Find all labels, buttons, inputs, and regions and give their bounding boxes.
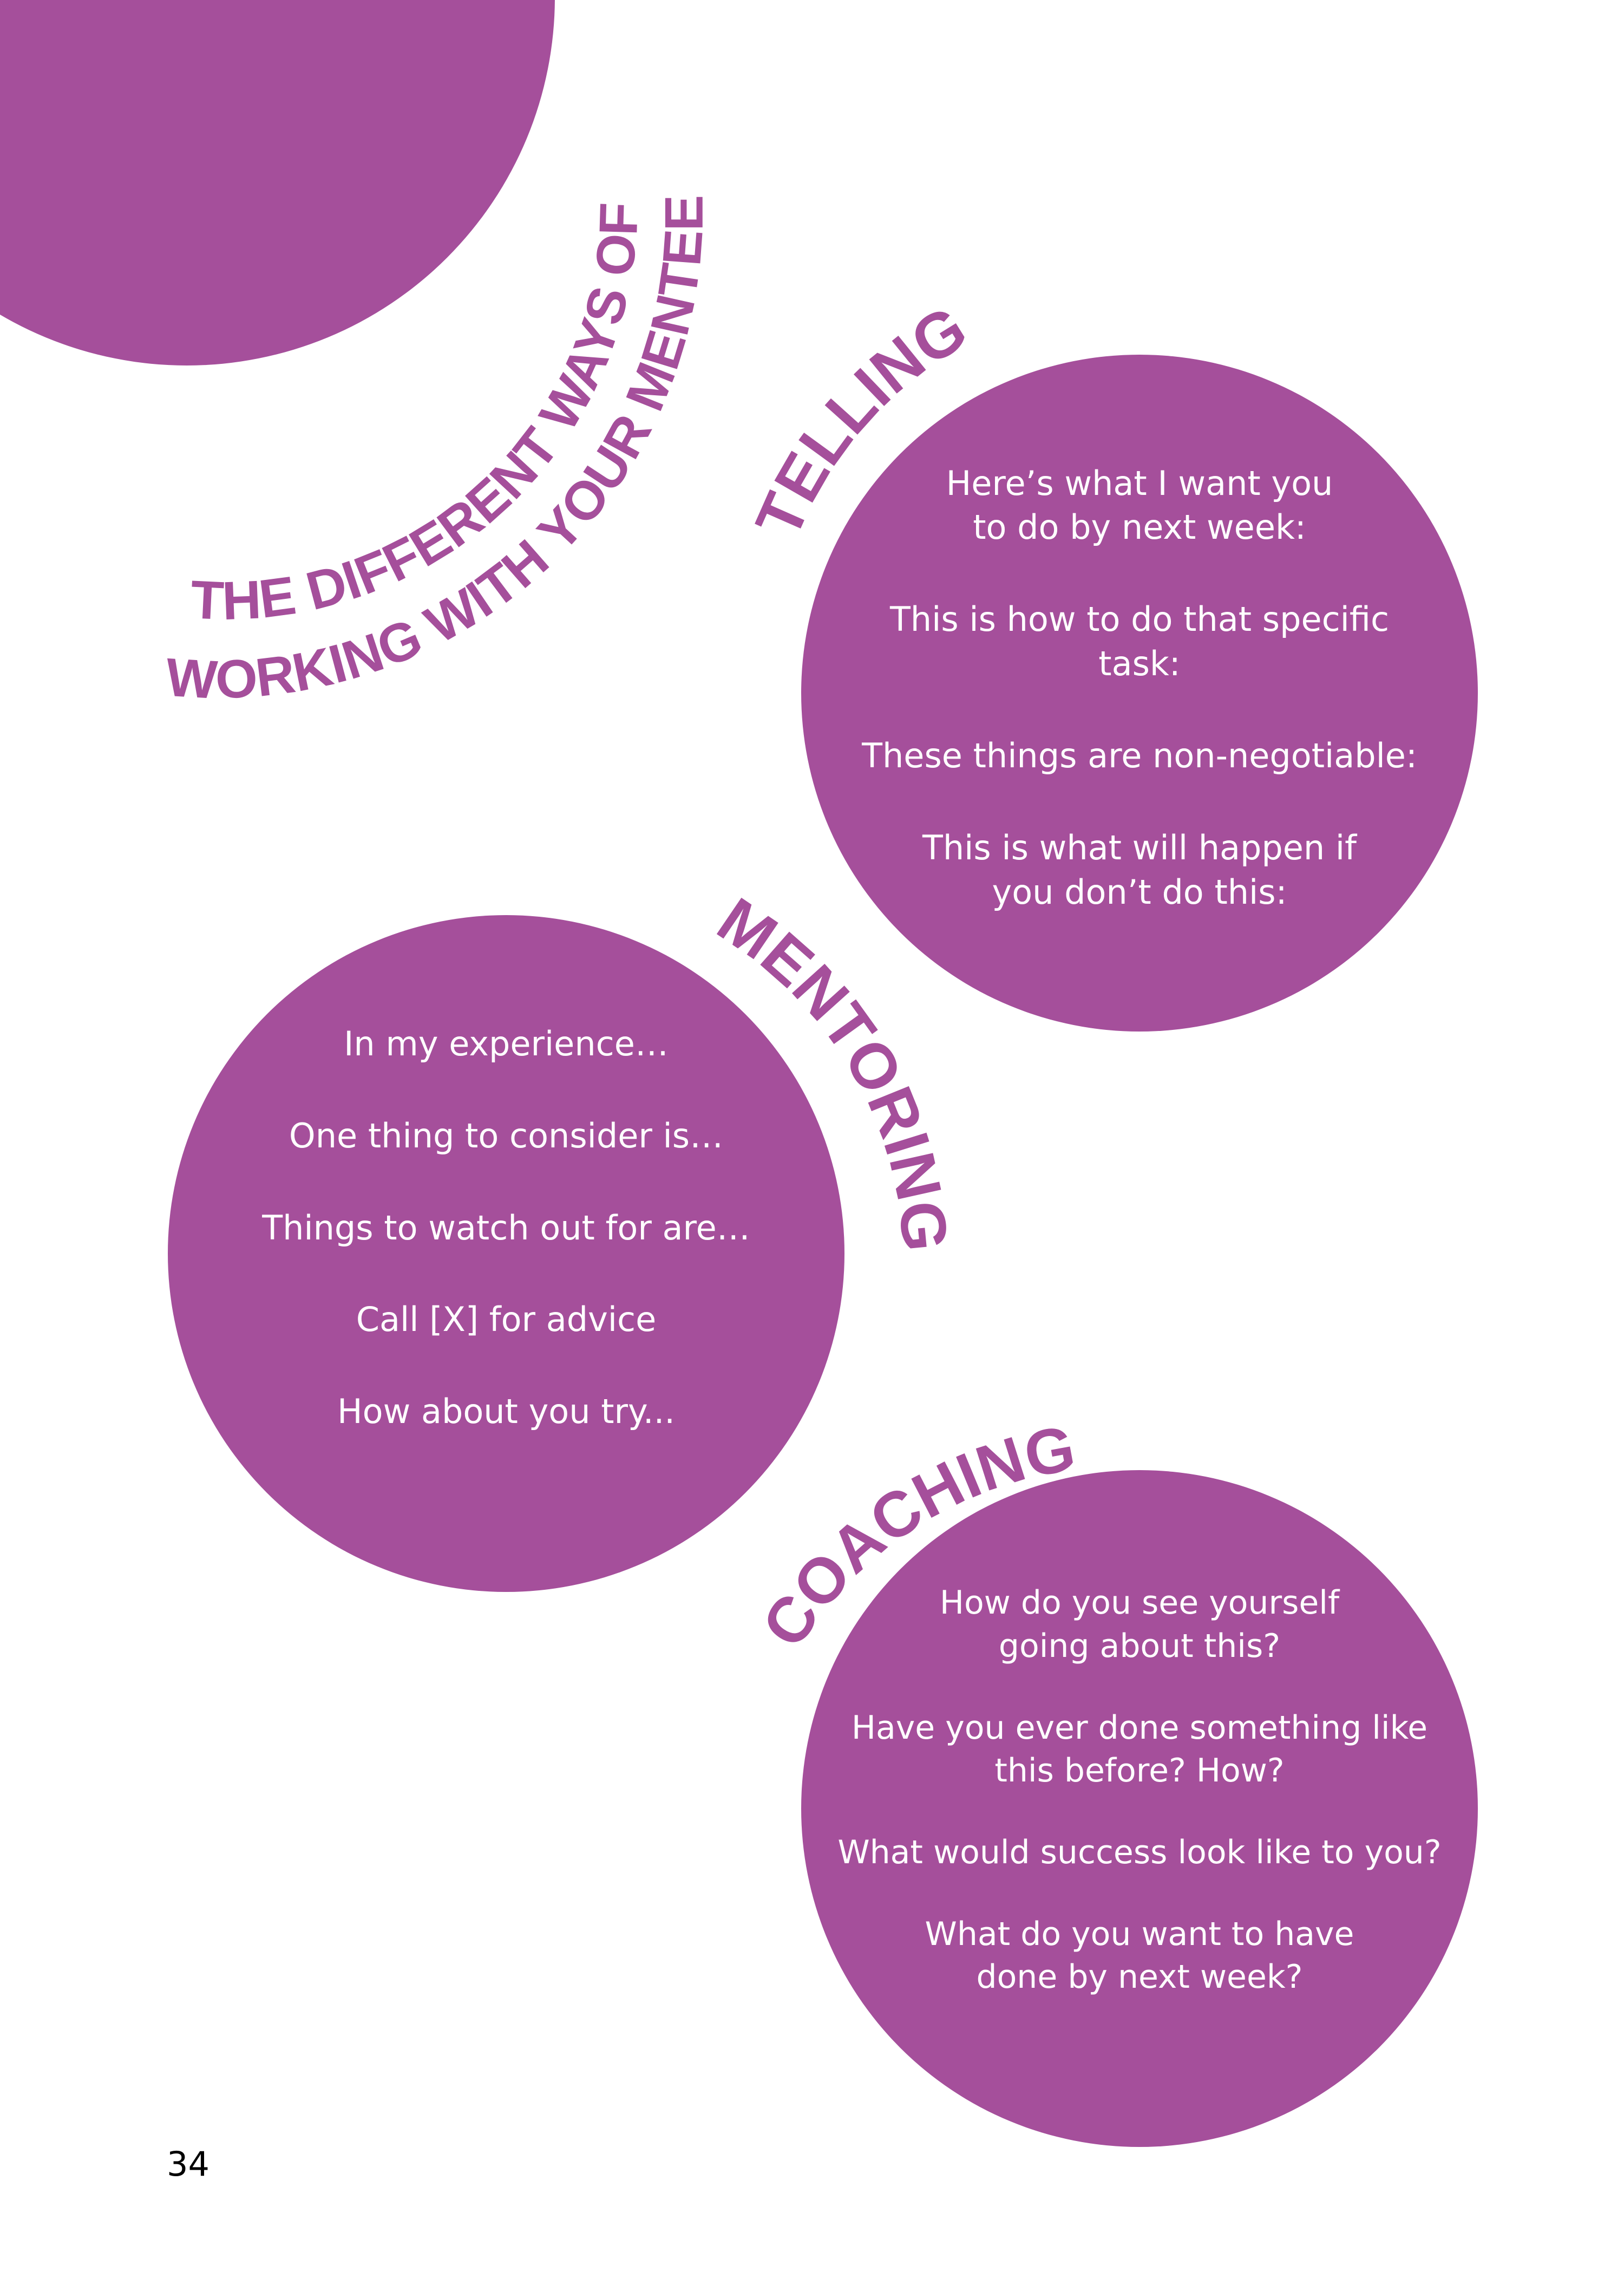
coaching-line: How do you see yourself going about this… (939, 1584, 1340, 1665)
coaching-line: What would success look like to you? (837, 1833, 1442, 1872)
coaching-line: What do you want to have done by next we… (925, 1915, 1354, 1996)
mentoring-line: How about you try... (337, 1392, 675, 1432)
mentoring-line: Call [X] for advice (356, 1300, 657, 1340)
mentoring-bubble: In my experience… One thing to consider … (168, 915, 844, 1592)
mentoring-line: In my experience… (344, 1023, 669, 1063)
mentoring-line: Things to watch out for are… (262, 1207, 750, 1248)
coaching-line: Have you ever done something like this b… (851, 1708, 1428, 1790)
telling-bubble: Here’s what I want you to do by next wee… (801, 355, 1478, 1032)
telling-line: Here’s what I want you to do by next wee… (946, 463, 1333, 547)
title-line-1-path: THE DIFFERENT WAYS OF (189, 201, 650, 631)
page-number: 34 (167, 2144, 209, 2184)
telling-line: This is how to do that specific task: (889, 599, 1390, 684)
mentoring-line: One thing to consider is… (289, 1115, 724, 1156)
coaching-bubble: How do you see yourself going about this… (801, 1470, 1478, 2147)
telling-line: This is what will happen if you don’t do… (922, 827, 1357, 912)
title-line-1: THE DIFFERENT WAYS OF (189, 201, 650, 631)
telling-line: These things are non-negotiable: (862, 735, 1417, 775)
